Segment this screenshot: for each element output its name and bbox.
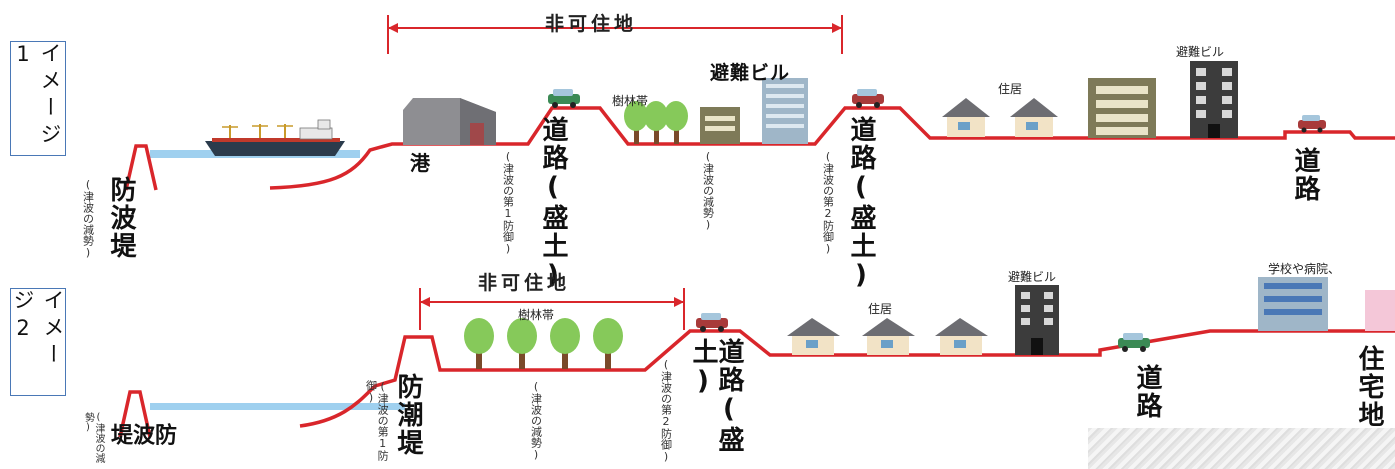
- ship-icon: [205, 119, 345, 156]
- image2-seawall-note: (津波の第1防御): [364, 380, 390, 461]
- tree-icon: [507, 318, 537, 369]
- image1-road1-label: 道路(盛土): [538, 116, 568, 292]
- image2-road2-label: 道路: [1132, 364, 1162, 420]
- image1-road2-label: 道路(盛土): [846, 116, 876, 292]
- ground-line-2: [299, 329, 1395, 428]
- image1-forest-note: (津波の減勢): [701, 150, 715, 231]
- house-icon: [787, 318, 840, 355]
- image1-breakwater-note: (津波の減勢): [81, 178, 95, 259]
- evac-building-icon: [762, 78, 808, 144]
- image1-forest-label: 樹林帯: [612, 94, 649, 108]
- non-habitable-span-1: [387, 15, 843, 54]
- tree-icon: [464, 318, 494, 369]
- image2-housing-label: 住居: [868, 302, 893, 316]
- tree-icon: [624, 101, 648, 144]
- house-icon: [1010, 98, 1058, 137]
- image2-breakwater-label: 防波堤: [107, 423, 176, 447]
- non-habitable-span-2: [419, 288, 685, 330]
- tree-icon: [644, 101, 668, 144]
- sea-2: [150, 403, 405, 410]
- image1-breakwater-label: 防波堤: [106, 176, 136, 260]
- tree-icon: [550, 318, 580, 369]
- tree-icon: [664, 101, 688, 144]
- school-hospital-icon: [1258, 277, 1395, 331]
- image2-header: 非可住地: [478, 272, 571, 294]
- warehouse-icon: [403, 98, 496, 145]
- image2-label-box: イメージ2: [10, 288, 66, 396]
- image2-label: イメージ2: [11, 289, 65, 370]
- house-icon: [862, 318, 915, 355]
- image2-road1-label: 道路(盛土): [688, 338, 744, 454]
- image1-label: イメージ1: [11, 42, 62, 150]
- image1-port-label: 港: [410, 151, 432, 175]
- car-icon: [1118, 333, 1150, 352]
- image2-forest-label: 樹林帯: [518, 308, 555, 322]
- map-texture: [1088, 428, 1395, 469]
- image1-label-box: イメージ1: [10, 41, 66, 156]
- image1-road2-note: (津波の第2防御): [821, 150, 835, 255]
- image2-road1-note: (津波の第2防御): [659, 358, 673, 463]
- image2-residential-label: 住宅地: [1354, 345, 1384, 429]
- car-icon: [852, 89, 884, 108]
- image1-housing-label: 住居: [998, 82, 1023, 96]
- image1-evac-label: 避難ビル: [710, 62, 791, 84]
- evac-building-icon: [1015, 285, 1059, 355]
- car-icon: [548, 89, 580, 108]
- evac-building-icon: [1190, 61, 1238, 138]
- breakwater-shape-2: [118, 390, 152, 438]
- image2-breakwater-note: (津波の減勢): [82, 412, 105, 463]
- apartment-icon: [1088, 78, 1156, 138]
- image1-road3-label: 道路: [1290, 147, 1320, 203]
- breakwater-shape-1: [124, 144, 158, 191]
- apartment-icon: [700, 107, 740, 144]
- tree-icon: [593, 318, 623, 369]
- car-icon: [1298, 115, 1326, 133]
- image2-evac-label: 避難ビル: [1008, 270, 1057, 284]
- image2-school-label: 学校や病院、: [1268, 262, 1341, 276]
- image1-header: 非可住地: [545, 13, 638, 35]
- house-icon: [942, 98, 990, 137]
- image2-seawall-label: 防潮堤: [393, 373, 423, 457]
- image1-road1-note: (津波の第1防御): [501, 150, 515, 255]
- image1-evac-small-label: 避難ビル: [1176, 45, 1225, 59]
- image2-forest-note: (津波の減勢): [529, 380, 543, 461]
- car-icon: [696, 313, 728, 332]
- house-icon: [935, 318, 988, 355]
